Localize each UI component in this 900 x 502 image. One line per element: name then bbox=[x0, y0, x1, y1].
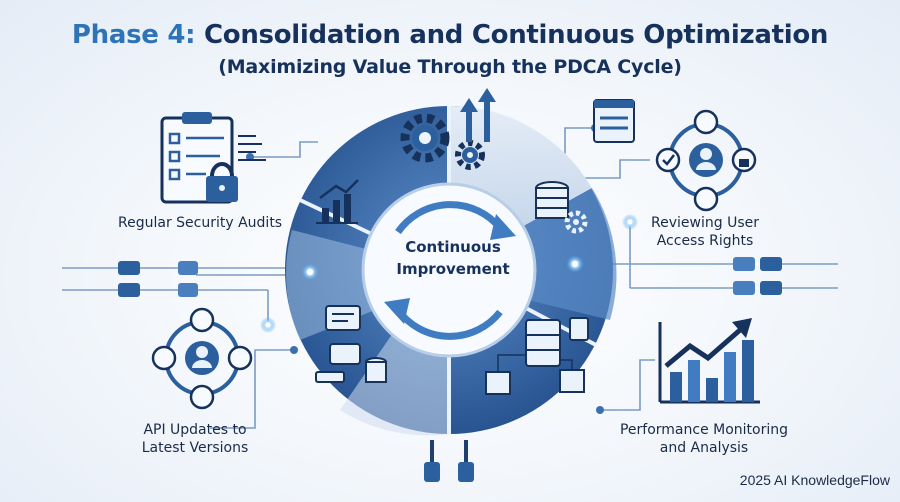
growth-chart-icon bbox=[658, 318, 760, 404]
title-main: Consolidation and Continuous Optimizatio… bbox=[204, 20, 829, 50]
clipboard-lock-icon bbox=[160, 112, 266, 204]
bottom-cables bbox=[424, 440, 474, 482]
glow-nodes bbox=[246, 124, 638, 414]
label-security-audits: Regular Security Audits bbox=[118, 215, 283, 231]
left-plug-connectors bbox=[118, 261, 198, 297]
page-title: Phase 4: Consolidation and Continuous Op… bbox=[0, 20, 900, 50]
phase-label: Phase 4: bbox=[71, 20, 196, 50]
page-subtitle: (Maximizing Value Through the PDCA Cycle… bbox=[218, 56, 682, 78]
documents-database-icon bbox=[315, 305, 387, 383]
user-access-cycle-icon bbox=[655, 109, 757, 212]
label-api-updates: API Updates to Latest Versions bbox=[141, 422, 249, 456]
center-label: Continuous Improvement bbox=[385, 236, 521, 280]
browser-window-icon bbox=[593, 99, 635, 143]
right-plug-connectors bbox=[733, 257, 782, 295]
server-rack-icon bbox=[485, 317, 589, 395]
center-label-line1: Continuous bbox=[405, 238, 501, 256]
up-arrows-icon bbox=[460, 88, 496, 142]
user-network-cycle-icon bbox=[151, 307, 253, 410]
label-user-access: Reviewing User Access Rights bbox=[651, 215, 759, 249]
bar-chart-icon bbox=[316, 179, 359, 224]
gears-icon bbox=[400, 113, 485, 170]
database-gear-icon bbox=[535, 181, 588, 234]
label-performance-monitoring: Performance Monitoring and Analysis bbox=[619, 422, 789, 456]
footer-credit: 2025 AI KnowledgeFlow bbox=[739, 472, 890, 488]
center-label-line2: Improvement bbox=[396, 260, 510, 278]
